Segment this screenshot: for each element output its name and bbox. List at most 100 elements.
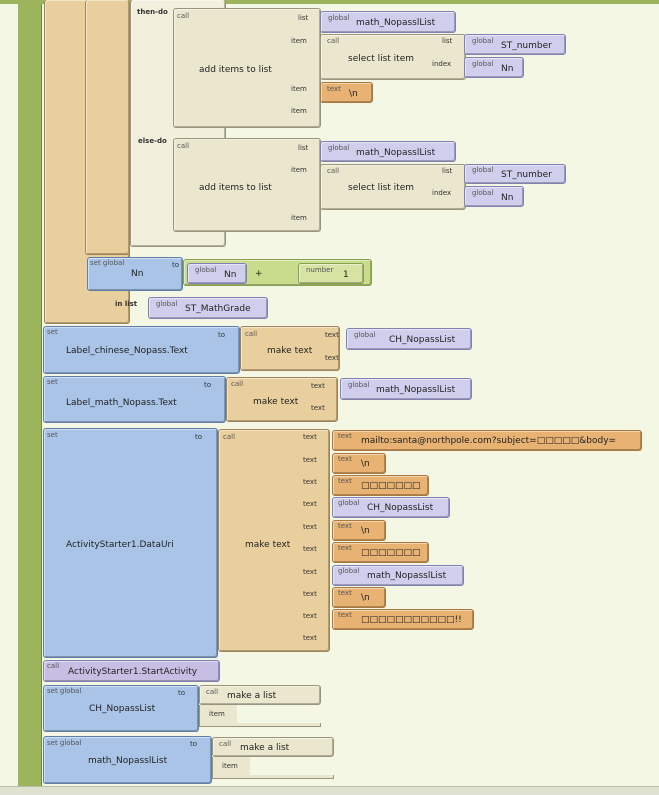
else-st-global-tag: global [472, 166, 494, 174]
else-add-title: add items to list [199, 183, 272, 193]
uri-text-socket: text [303, 545, 317, 553]
uri-text-block[interactable] [332, 475, 429, 496]
nn-global-tag: global [195, 266, 217, 274]
st-mathgrade-var[interactable] [148, 297, 268, 319]
number-value: 1 [343, 270, 349, 280]
set-chinese-target: Label_chinese_Nopass.Text [66, 346, 188, 356]
uri-item-value: CH_NopassList [367, 503, 434, 513]
then-list-socket: list [298, 14, 309, 22]
else-add-items-block[interactable] [173, 138, 321, 232]
then-add-items-block[interactable] [173, 8, 321, 128]
then-newline-text[interactable] [320, 82, 373, 103]
ch-make-a-list[interactable] [199, 685, 321, 705]
set-ch-list-to: to [178, 689, 186, 697]
workspace-top-strip [0, 0, 659, 4]
set-math-set: set [47, 378, 58, 386]
then-add-call: call [177, 12, 190, 20]
set-uri-target: ActivityStarter1.DataUri [66, 540, 174, 550]
if-block[interactable] [85, 0, 130, 255]
math-make-a-list[interactable] [212, 737, 334, 757]
chinese-text-socket-2: text [325, 354, 339, 362]
ch-var-name: CH_NopassList [389, 335, 456, 345]
then-nn-name: Nn [501, 64, 514, 74]
set-chinese-label-block[interactable] [43, 326, 240, 374]
math-make-list-call: call [219, 740, 232, 748]
set-math-list-name: math_NopasslList [88, 756, 168, 766]
math-text-socket-2: text [311, 404, 325, 412]
then-select-list-item[interactable] [320, 34, 466, 80]
math-item-socket: item [222, 762, 238, 770]
uri-item-tag: text [338, 432, 352, 440]
ch-item-socket: item [209, 710, 225, 718]
uri-text-block[interactable] [332, 609, 474, 630]
set-global-nn-block[interactable] [87, 257, 183, 291]
uri-text-socket: text [303, 478, 317, 486]
else-st-number-var[interactable] [464, 164, 566, 184]
uri-text-socket: text [303, 456, 317, 464]
set-math-list-block[interactable] [43, 736, 212, 784]
then-list-var-name: math_NopasslList [356, 18, 436, 28]
then-nn-var[interactable] [464, 57, 524, 78]
uri-make-text[interactable] [218, 429, 330, 652]
uri-text-block[interactable] [332, 520, 386, 541]
then-select-call: call [327, 37, 340, 45]
uri-item-tag: text [338, 477, 352, 485]
then-list-var[interactable] [320, 11, 456, 33]
in-list-label: in list [115, 300, 138, 308]
math-nopasslist-var[interactable] [340, 378, 472, 400]
uri-text-socket: text [303, 500, 317, 508]
chinese-make-text[interactable] [240, 326, 340, 371]
set-math-list-to: to [190, 740, 198, 748]
uri-item-tag: global [338, 499, 360, 507]
plus-operator: + [255, 269, 263, 279]
ch-nopasslist-var[interactable] [346, 328, 472, 350]
ch-make-list-title: make a list [227, 691, 277, 701]
else-select-title: select list item [348, 183, 415, 193]
else-select-index-socket: index [432, 189, 452, 197]
ch-global-tag: global [354, 331, 376, 339]
then-select-index-socket: index [432, 60, 452, 68]
uri-text-block[interactable] [332, 430, 642, 451]
set-ch-list-label: set global [47, 687, 82, 695]
math-make-text[interactable] [226, 377, 338, 422]
else-list-global-tag: global [328, 144, 350, 152]
uri-text-socket: text [303, 568, 317, 576]
uri-text-block[interactable] [332, 453, 386, 474]
math-make-list-bottom [212, 775, 334, 779]
math-global-tag: global [348, 381, 370, 389]
set-datauri-block[interactable] [43, 428, 218, 658]
set-math-target: Label_math_Nopass.Text [66, 398, 177, 408]
else-list-socket: list [298, 144, 309, 152]
math-make-text-title: make text [253, 397, 299, 407]
else-list-var[interactable] [320, 141, 456, 162]
nn-var-block[interactable] [187, 263, 247, 284]
then-add-title: add items to list [199, 65, 272, 75]
uri-item-value: □□□□□□□ [361, 548, 421, 558]
set-chinese-to: to [218, 331, 226, 339]
chinese-make-text-title: make text [267, 346, 313, 356]
math-var-name: math_NopasslList [376, 385, 456, 395]
number-block[interactable] [298, 263, 364, 284]
then-list-global-tag: global [328, 14, 350, 22]
uri-text-block[interactable] [332, 542, 429, 563]
set-math-label-block[interactable] [43, 376, 226, 423]
else-nn-var[interactable] [464, 186, 524, 207]
then-text-tag: text [327, 85, 341, 93]
uri-text-block[interactable] [332, 587, 386, 608]
workspace-bottom-strip [0, 786, 659, 795]
st-mathgrade-name: ST_MathGrade [185, 304, 251, 314]
uri-item-value: \n [361, 526, 370, 536]
then-item-socket-1: item [291, 37, 307, 45]
uri-text-socket: text [303, 612, 317, 620]
math-make-list-title: make a list [240, 743, 290, 753]
then-st-number-var[interactable] [464, 34, 566, 55]
uri-global-var-block[interactable] [332, 565, 464, 586]
else-select-list-item[interactable] [320, 164, 466, 210]
start-activity-block[interactable] [43, 660, 220, 682]
uri-call: call [223, 433, 236, 441]
uri-item-value: \n [361, 593, 370, 603]
uri-global-var-block[interactable] [332, 497, 450, 518]
set-ch-list-block[interactable] [43, 685, 199, 732]
uri-item-tag: text [338, 522, 352, 530]
uri-item-tag: text [338, 544, 352, 552]
